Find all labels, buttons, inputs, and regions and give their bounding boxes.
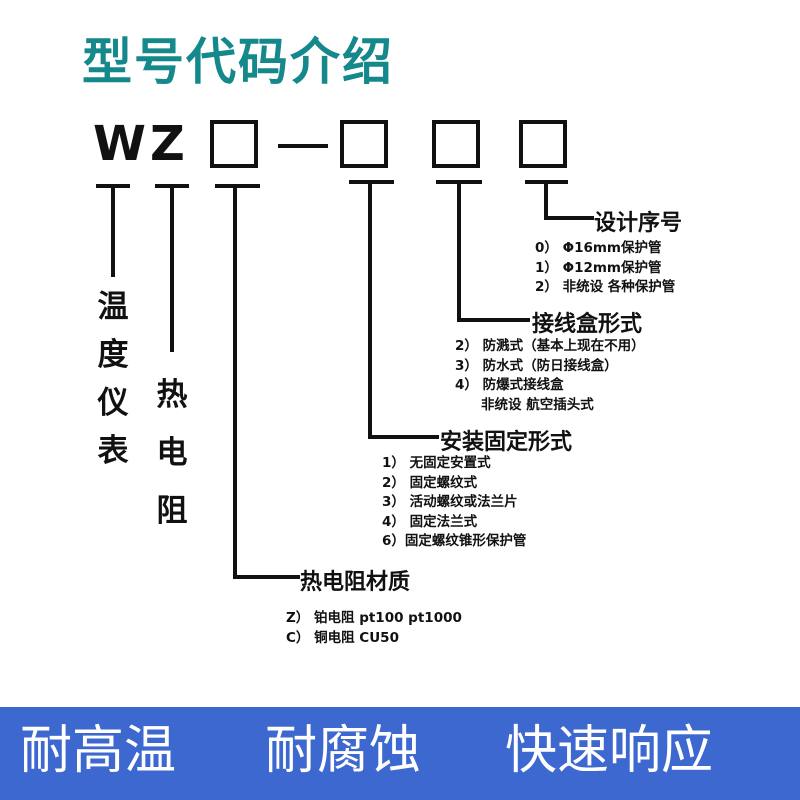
- connector-design-serial: [544, 180, 594, 220]
- option-mounting-4: 4） 固定法兰式: [382, 513, 478, 530]
- label-thermal-resistor: 热电阻: [156, 377, 188, 529]
- connector-junction-box: [457, 180, 530, 322]
- label-temperature-instrument: 温度仪表: [97, 289, 129, 469]
- option-junction-box-4: 4） 防爆式接线盒: [455, 377, 564, 393]
- banner-high-temperature: 耐高温: [20, 721, 177, 781]
- connector-mounting: [368, 180, 439, 439]
- heading-mounting: 安装固定形式: [440, 430, 573, 455]
- option-design-serial-1: 1） Φ12mm保护管: [535, 259, 662, 276]
- page-title: 型号代码介绍: [82, 33, 394, 91]
- option-mounting-2: 2） 固定螺纹式: [382, 474, 478, 491]
- option-design-serial-0: 0） Φ16mm保护管: [535, 240, 662, 256]
- code-box-design-serial: [519, 120, 567, 168]
- options-design-serial: 0） Φ16mm保护管 1） Φ12mm保护管 2） 非统设 各种保护管: [535, 239, 675, 298]
- options-material: Z） 铂电阻 pt100 pt1000 C） 铜电阻 CU50: [286, 609, 462, 648]
- code-separator-dash: [278, 144, 328, 148]
- connector-material: [233, 184, 300, 579]
- heading-design-serial: 设计序号: [594, 211, 683, 236]
- code-letter-z: Z: [150, 116, 185, 172]
- option-design-serial-2: 2） 非统设 各种保护管: [535, 279, 676, 295]
- option-junction-box-aviation: 非统设 航空插头式: [481, 396, 594, 413]
- option-material-copper: C） 铜电阻 CU50: [286, 629, 399, 646]
- heading-material: 热电阻材质: [300, 570, 411, 595]
- option-mounting-1: 1） 无固定安置式: [382, 455, 491, 471]
- option-mounting-6: 6）固定螺纹锥形保护管: [382, 533, 527, 549]
- options-junction-box: 2） 防溅式（基本上现在不用） 3） 防水式（防日接线盒） 4） 防爆式接线盒 …: [455, 337, 645, 415]
- option-junction-box-3: 3） 防水式（防日接线盒）: [455, 357, 618, 374]
- feature-banner: 耐高温 耐腐蚀 快速响应: [0, 707, 800, 800]
- code-letter-w: W: [93, 116, 146, 172]
- option-mounting-3: 3） 活动螺纹或法兰片: [382, 494, 518, 510]
- banner-corrosion-resistant: 耐腐蚀: [265, 721, 422, 781]
- banner-fast-response: 快速响应: [505, 721, 714, 781]
- options-mounting: 1） 无固定安置式 2） 固定螺纹式 3） 活动螺纹或法兰片 4） 固定法兰式 …: [382, 454, 526, 552]
- code-box-junction-box: [432, 120, 480, 168]
- code-box-mounting: [340, 120, 388, 168]
- heading-junction-box: 接线盒形式: [532, 312, 643, 337]
- option-junction-box-2: 2） 防溅式（基本上现在不用）: [455, 338, 645, 354]
- code-box-material: [210, 120, 258, 168]
- option-material-platinum: Z） 铂电阻 pt100 pt1000: [286, 610, 462, 626]
